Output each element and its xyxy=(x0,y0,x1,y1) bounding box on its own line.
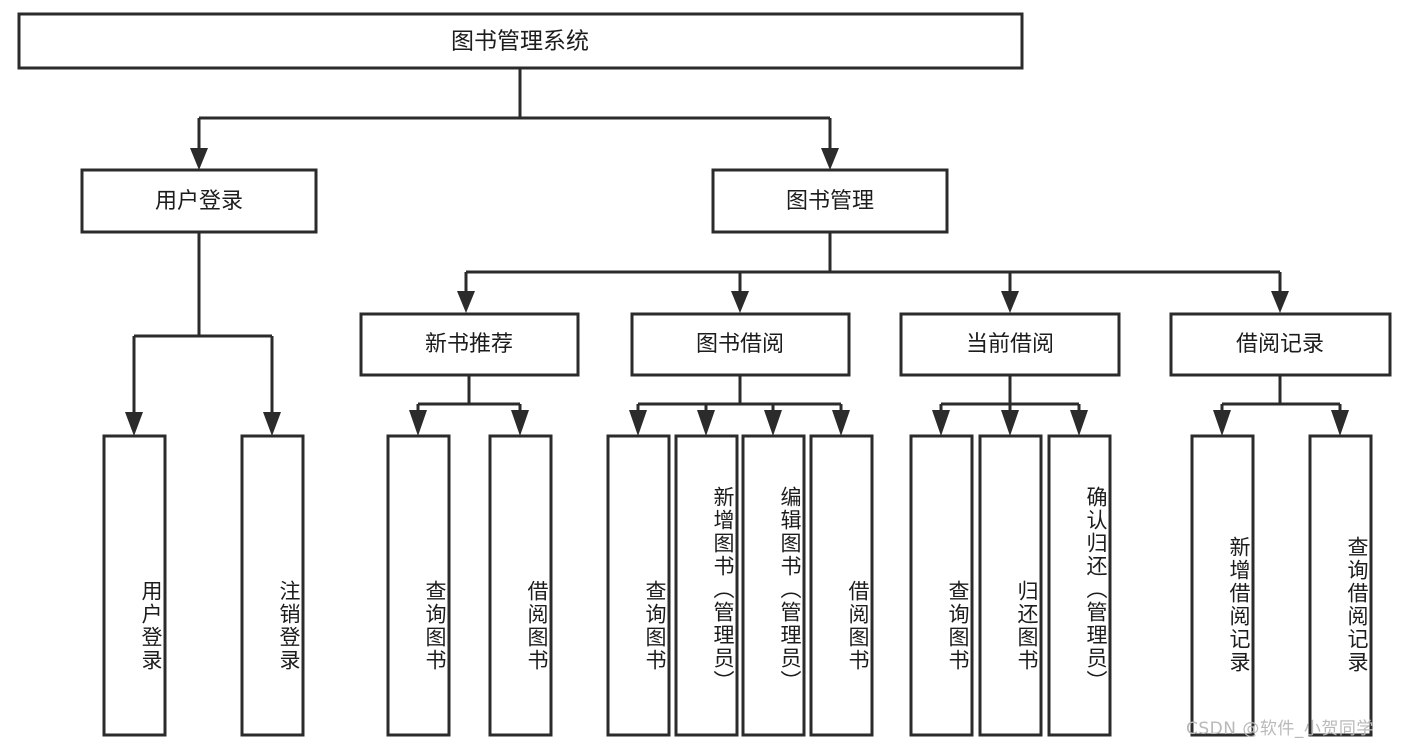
arrow-book-manage xyxy=(821,148,839,170)
arrow-leaf-user-login xyxy=(125,412,143,436)
leaf-box-logout[interactable] xyxy=(240,434,305,737)
node-user-login-label: 用户登录 xyxy=(155,189,243,214)
arrow-borrowrecord-leaf1 xyxy=(1213,410,1231,436)
node-new-book-recommend-label: 新书推荐 xyxy=(425,332,513,357)
arrow-bookborrow-leaf2 xyxy=(697,410,715,436)
leaf-box-borrow-book-2[interactable] xyxy=(809,434,874,737)
leaf-box-return-book[interactable] xyxy=(978,434,1043,737)
node-user-login-box[interactable] xyxy=(80,168,318,234)
arrow-newbook xyxy=(457,291,475,313)
leaf-box-query-book-2[interactable] xyxy=(606,434,671,737)
arrow-currentborrow xyxy=(1001,291,1019,313)
arrow-leaf-logout xyxy=(263,412,281,436)
arrow-borrowrecord-leaf2 xyxy=(1331,410,1349,436)
arrow-currentborrow-leaf2 xyxy=(1001,410,1019,436)
arrow-bookborrow xyxy=(731,291,749,313)
node-book-borrow-box[interactable] xyxy=(630,312,851,377)
leaf-box-user-login[interactable] xyxy=(102,434,167,737)
node-layer: 图书管理系统 用户登录 图书管理 新书推荐 图书借阅 当前借阅 借阅记录 xyxy=(17,12,1392,737)
arrow-newbook-leaf2 xyxy=(511,410,529,436)
watermark-text: CSDN @软件_小贺同学 xyxy=(1186,719,1374,739)
arrow-currentborrow-leaf3 xyxy=(1070,410,1088,436)
node-book-manage-box[interactable] xyxy=(711,168,949,234)
arrow-borrowrecord xyxy=(1271,291,1289,313)
node-borrow-record-box[interactable] xyxy=(1169,312,1392,377)
node-new-book-recommend-box[interactable] xyxy=(359,312,580,377)
node-root-box[interactable] xyxy=(17,12,1024,70)
leaf-box-add-book-admin[interactable] xyxy=(674,434,739,737)
node-current-borrow-label: 当前借阅 xyxy=(966,332,1054,357)
leaf-box-edit-book-admin[interactable] xyxy=(741,434,806,737)
node-borrow-record-label: 借阅记录 xyxy=(1236,332,1324,357)
arrow-newbook-leaf1 xyxy=(409,410,427,436)
node-current-borrow-box[interactable] xyxy=(899,312,1121,377)
leaf-box-borrow-book-1[interactable] xyxy=(488,434,553,737)
node-root-label: 图书管理系统 xyxy=(451,29,589,55)
arrow-currentborrow-leaf1 xyxy=(932,410,950,436)
leaf-box-add-borrow-record[interactable] xyxy=(1190,434,1255,737)
node-book-borrow-label: 图书借阅 xyxy=(696,332,784,357)
connector-layer xyxy=(125,68,1349,436)
leaf-box-query-borrow-record[interactable] xyxy=(1308,434,1373,737)
leaf-box-query-book-3[interactable] xyxy=(909,434,974,737)
leaf-box-query-book-1[interactable] xyxy=(386,434,451,737)
arrow-bookborrow-leaf3 xyxy=(764,410,782,436)
node-book-manage-label: 图书管理 xyxy=(786,189,874,214)
leaf-box-confirm-return-admin[interactable] xyxy=(1047,434,1112,737)
arrow-bookborrow-leaf1 xyxy=(629,410,647,436)
arrow-bookborrow-leaf4 xyxy=(832,410,850,436)
arrow-user-login xyxy=(190,148,208,170)
